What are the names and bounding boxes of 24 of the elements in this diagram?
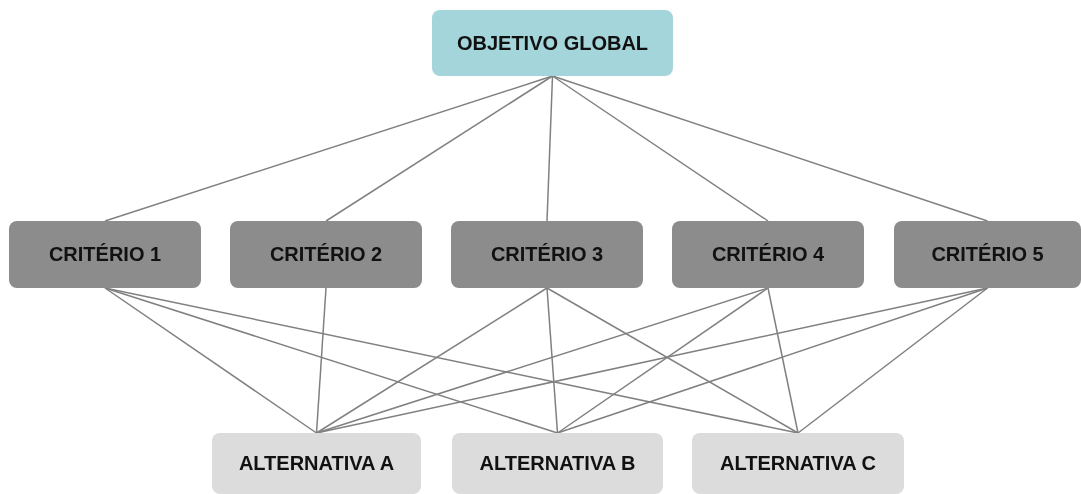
goal-box: OBJETIVO GLOBAL xyxy=(432,10,673,76)
criterion-box: CRITÉRIO 3 xyxy=(451,221,643,288)
criterion-box: CRITÉRIO 5 xyxy=(894,221,1081,288)
connector-line xyxy=(551,75,769,222)
connector-line xyxy=(551,75,989,222)
alternative-box: ALTERNATIVA A xyxy=(212,433,421,494)
connector-line xyxy=(767,287,799,434)
criterion-box: CRITÉRIO 2 xyxy=(230,221,422,288)
connector-line xyxy=(104,287,799,434)
connector-line xyxy=(556,287,769,434)
connector-line xyxy=(104,287,559,434)
criterion-box: CRITÉRIO 1 xyxy=(9,221,201,288)
alternative-box: ALTERNATIVA C xyxy=(692,433,904,494)
criterion-box: CRITÉRIO 4 xyxy=(672,221,864,288)
connector-line xyxy=(325,75,554,222)
connector-line xyxy=(556,287,989,434)
connector-line xyxy=(315,287,327,434)
connector-line xyxy=(546,287,799,434)
connector-line xyxy=(546,75,554,222)
alternative-box: ALTERNATIVA B xyxy=(452,433,663,494)
connector-line xyxy=(315,287,548,434)
connector-line xyxy=(546,287,559,434)
connector-line xyxy=(104,287,318,434)
connector-line xyxy=(797,287,989,434)
